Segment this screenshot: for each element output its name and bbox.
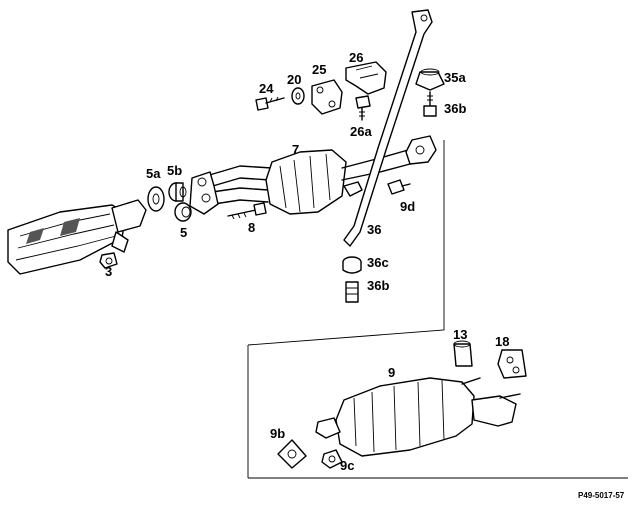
part-36b-bolt-top — [423, 91, 437, 117]
boundary-lines — [247, 140, 628, 479]
part-26-bracket — [345, 61, 387, 95]
callout-36b-mid: 36b — [367, 278, 389, 293]
callout-20: 20 — [287, 72, 301, 87]
callout-24: 24 — [259, 81, 274, 96]
part-36c-rubber — [342, 256, 362, 274]
callout-26a: 26a — [350, 124, 372, 139]
part-5-clamp — [174, 202, 192, 222]
callout-3: 3 — [105, 264, 112, 279]
callout-25: 25 — [312, 62, 326, 77]
callout-9d: 9d — [400, 199, 415, 214]
part-36b-bolt-mid — [345, 281, 359, 303]
callout-36: 36 — [367, 222, 381, 237]
part-35a-rubber-cone — [415, 68, 445, 91]
catalytic-converter — [7, 199, 147, 275]
document-reference: P49-5017-57 — [578, 491, 625, 500]
callout-36b-top: 36b — [444, 101, 466, 116]
callout-5a: 5a — [146, 166, 161, 181]
callout-5: 5 — [180, 225, 187, 240]
callout-9c: 9c — [340, 458, 354, 473]
part-9b-gasket — [277, 439, 307, 469]
part-9c-nut — [321, 449, 343, 469]
part-20-washer — [291, 87, 305, 105]
part-13-rubber-block — [453, 340, 473, 367]
part-36-hanger-strap — [343, 9, 433, 247]
callout-labels: 24 20 25 26 26a 35a 36b 7 5a 5b 5 8 9d 3… — [105, 50, 625, 500]
part-5b-sleeve — [168, 182, 187, 202]
callout-13: 13 — [453, 327, 467, 342]
callout-36c: 36c — [367, 255, 389, 270]
part-5a-gasket — [147, 186, 165, 212]
part-3-nut — [99, 252, 118, 269]
callout-9: 9 — [388, 365, 395, 380]
callout-8: 8 — [248, 220, 255, 235]
part-25-rubber-mount — [311, 79, 343, 115]
part-24-bolt — [255, 96, 285, 111]
callout-9b: 9b — [270, 426, 285, 441]
callout-5b: 5b — [167, 163, 182, 178]
callout-7: 7 — [292, 142, 299, 157]
part-9-rear-muffler — [315, 377, 521, 457]
part-7-center-muffler — [265, 135, 437, 215]
part-8-bolt — [227, 202, 267, 220]
callout-18: 18 — [495, 334, 509, 349]
part-18-hanger — [497, 349, 527, 379]
callout-26: 26 — [349, 50, 363, 65]
part-26a-bolt — [355, 95, 371, 121]
callout-35a: 35a — [444, 70, 466, 85]
part-9d-bolt — [387, 179, 411, 195]
front-pipe — [189, 165, 273, 215]
